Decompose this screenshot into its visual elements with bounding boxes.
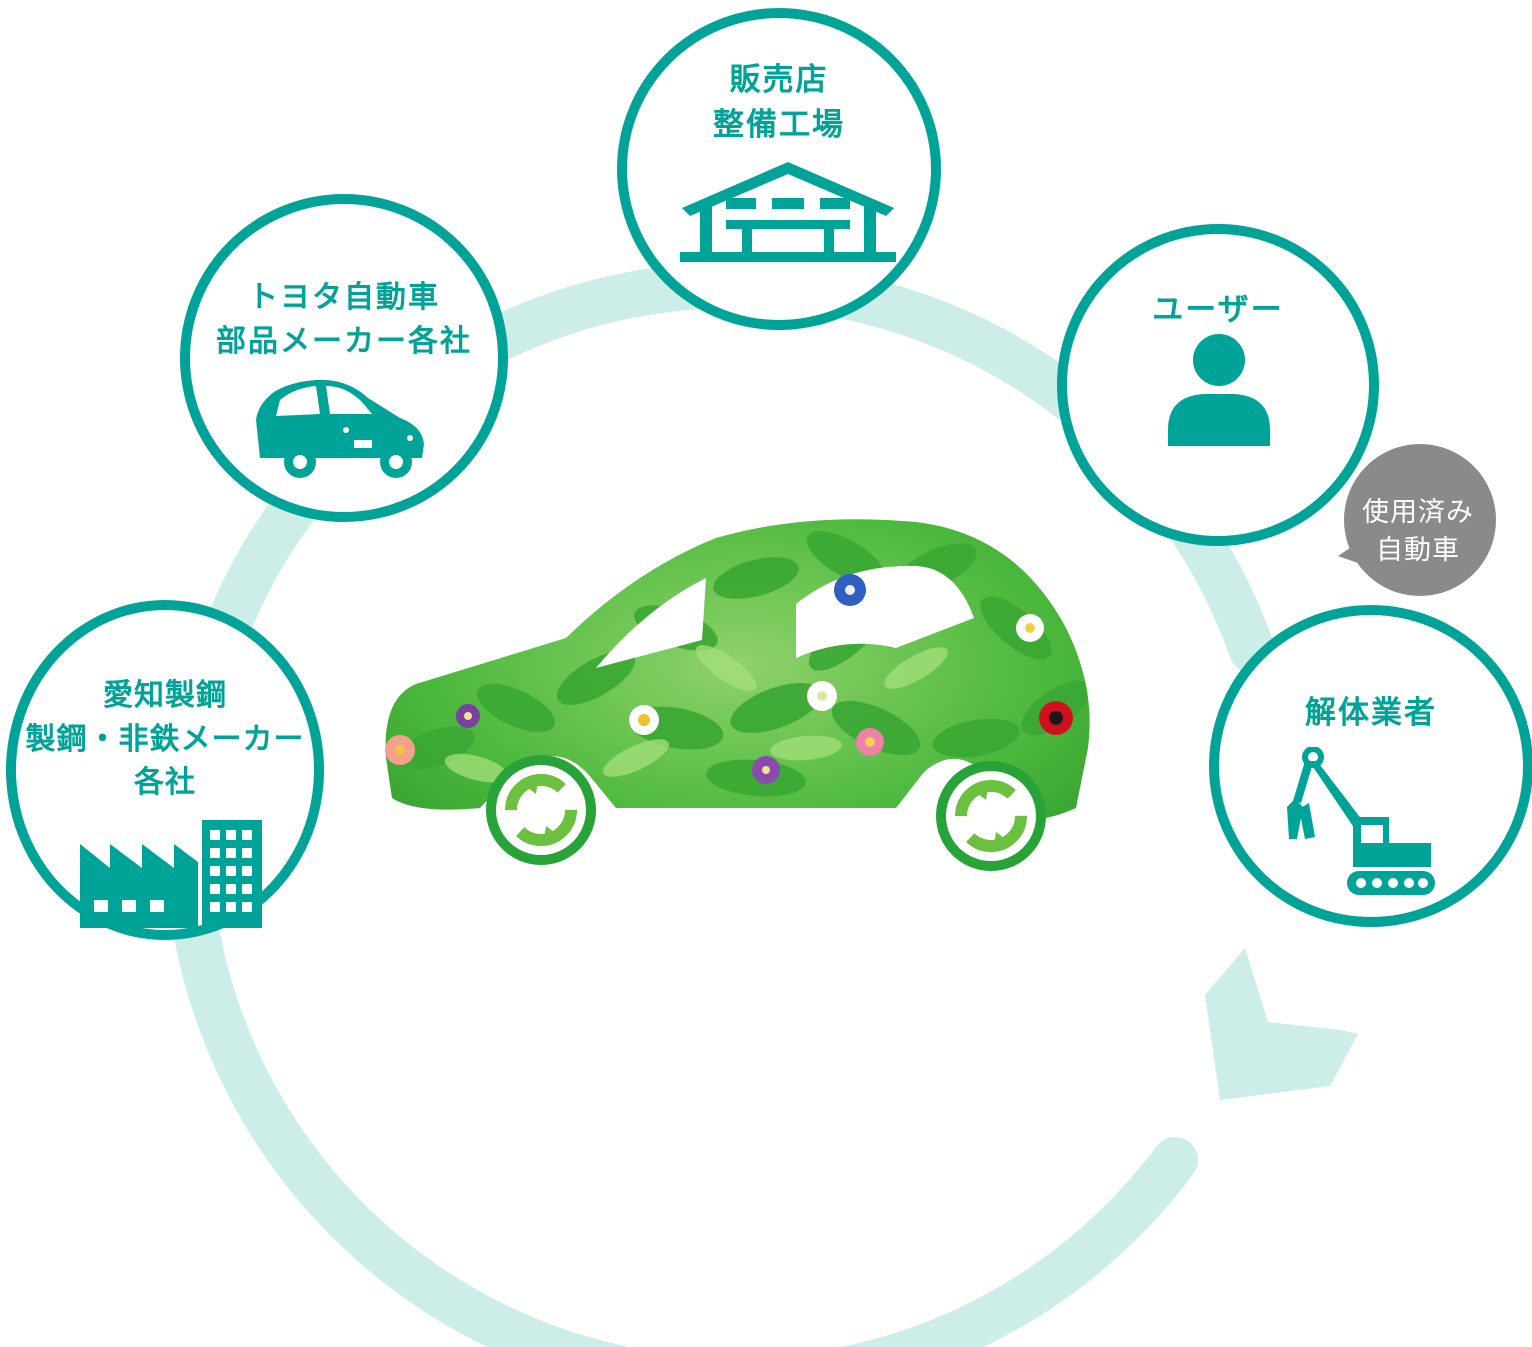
toyota-label-line1: トヨタ自動車 bbox=[248, 280, 440, 315]
node-user: ユーザー bbox=[1057, 224, 1379, 546]
person-icon bbox=[1168, 334, 1270, 446]
leaf-car-icon bbox=[385, 519, 1090, 871]
user-label-line1: ユーザー bbox=[1152, 292, 1284, 328]
excavator-icon bbox=[1287, 747, 1435, 895]
dismantler-label-line1: 解体業者 bbox=[1305, 695, 1437, 731]
dismantler-label: 解体業者 bbox=[1219, 691, 1523, 736]
bubble-line2: 自動車 bbox=[1376, 534, 1460, 566]
dealer-label-line2: 整備工場 bbox=[713, 106, 845, 143]
car-icon bbox=[256, 379, 424, 478]
leaf-car-wheel-rear bbox=[486, 755, 596, 865]
toyota-label-line2: 部品メーカー各社 bbox=[216, 323, 472, 359]
dealer-label-line1: 販売店 bbox=[729, 62, 829, 98]
node-toyota: トヨタ自動車 部品メーカー各社 bbox=[180, 194, 508, 522]
bubble-shape bbox=[1338, 444, 1496, 596]
steel-label-line2: 製鋼・非鉄メーカー bbox=[25, 721, 305, 757]
used-vehicle-bubble: 使用済み 自動車 bbox=[1338, 444, 1498, 596]
factory-icon bbox=[80, 820, 262, 928]
leaf-car-wheel-front bbox=[936, 761, 1046, 871]
user-label: ユーザー bbox=[1067, 288, 1369, 333]
steel-label: 愛知製鋼 製鋼・非鉄メーカー 各社 bbox=[16, 674, 314, 805]
steel-label-line1: 愛知製鋼 bbox=[103, 678, 227, 713]
bubble-line1: 使用済み bbox=[1362, 497, 1474, 528]
leaf-car-window-front bbox=[596, 578, 706, 668]
steel-label-line3: 各社 bbox=[134, 765, 196, 800]
bubble-text: 使用済み 自動車 bbox=[1338, 494, 1498, 570]
node-dismantler: 解体業者 bbox=[1209, 605, 1532, 927]
node-steel: 愛知製鋼 製鋼・非鉄メーカー 各社 bbox=[6, 600, 324, 940]
warehouse-icon bbox=[680, 162, 896, 262]
leaf-car-flowers bbox=[385, 574, 1073, 784]
toyota-label: トヨタ自動車 部品メーカー各社 bbox=[190, 276, 498, 363]
dealer-label: 販売店 整備工場 bbox=[627, 58, 931, 148]
node-dealer: 販売店 整備工場 bbox=[617, 8, 941, 330]
cycle-arrowhead bbox=[1205, 948, 1358, 1100]
